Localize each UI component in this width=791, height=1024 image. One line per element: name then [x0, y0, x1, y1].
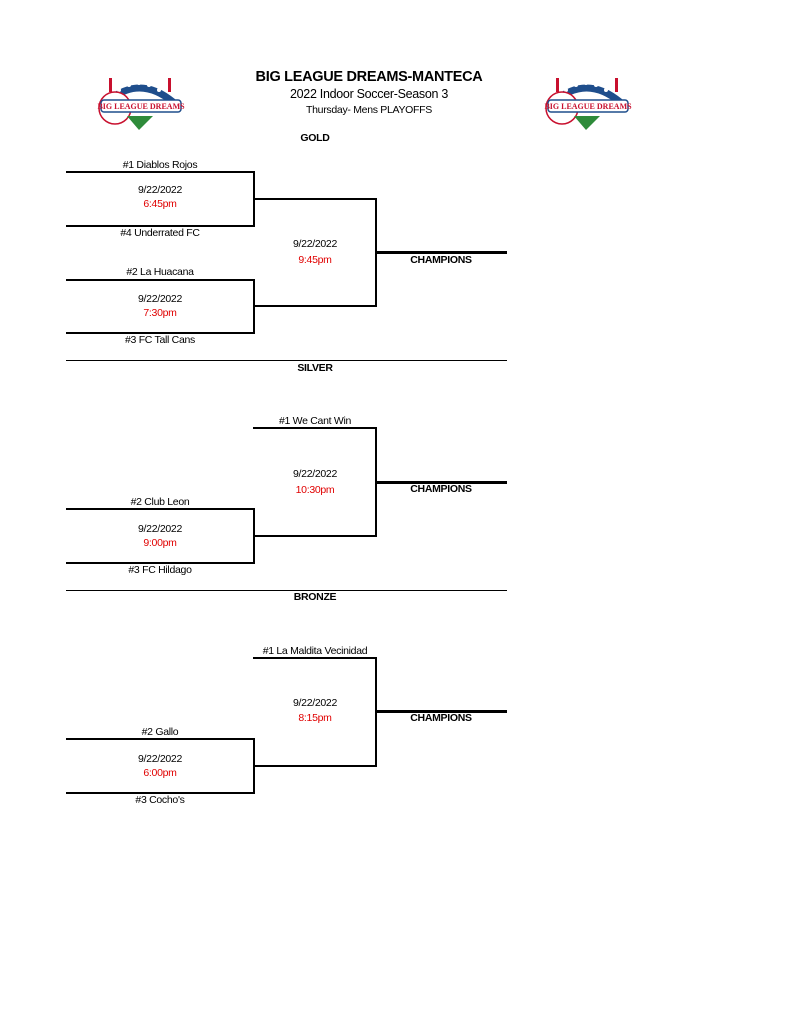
bronze-game1-team-top: #2 Gallo: [141, 726, 179, 738]
bracket-line: [253, 535, 377, 537]
gold-game1-date: 9/22/2022: [137, 184, 183, 196]
bronze-game1-team-bottom: #3 Cocho's: [135, 794, 185, 806]
bracket-line: [66, 508, 255, 510]
champion-line: [375, 710, 507, 713]
bracket-line: [253, 765, 377, 767]
silver-game1-time: 9:00pm: [143, 537, 177, 549]
champion-line: [375, 481, 507, 484]
bracket-line: [66, 792, 255, 794]
bracket-line: [253, 738, 255, 794]
gold-game1-time: 6:45pm: [143, 198, 177, 210]
gold-final-time: 9:45pm: [298, 254, 332, 266]
page-title: BIG LEAGUE DREAMS-MANTECA: [255, 69, 483, 85]
silver-final-date: 9/22/2022: [292, 468, 338, 480]
bracket-line: [66, 738, 255, 740]
bracket-line: [66, 171, 255, 173]
bracket-line: [66, 332, 255, 334]
svg-text:BIG LEAGUE DREAMS: BIG LEAGUE DREAMS: [544, 102, 632, 111]
bracket-line: [253, 657, 377, 659]
silver-game1-team-bottom: #3 FC Hildago: [128, 564, 192, 576]
bracket-line: [253, 427, 377, 429]
gold-game2-team-top: #2 La Huacana: [126, 266, 194, 278]
gold-heading: GOLD: [300, 132, 330, 144]
bronze-heading: BRONZE: [293, 591, 337, 603]
silver-heading: SILVER: [297, 362, 333, 374]
bracket-line: [66, 279, 255, 281]
gold-game1-team-top: #1 Diablos Rojos: [122, 159, 198, 171]
bronze-game1-time: 6:00pm: [143, 767, 177, 779]
silver-champions-label: CHAMPIONS: [410, 483, 472, 495]
bronze-final-date: 9/22/2022: [292, 697, 338, 709]
gold-game2-team-bottom: #3 FC Tall Cans: [124, 334, 196, 346]
section-divider: [66, 590, 507, 591]
bracket-line: [253, 198, 377, 200]
gold-game2-time: 7:30pm: [143, 307, 177, 319]
bracket-line: [66, 562, 255, 564]
silver-final-time: 10:30pm: [295, 484, 335, 496]
bracket-line: [66, 225, 255, 227]
champion-line: [375, 251, 507, 254]
gold-final-date: 9/22/2022: [292, 238, 338, 250]
bracket-line: [253, 508, 255, 564]
page-subtitle: 2022 Indoor Soccer-Season 3: [290, 87, 448, 101]
gold-game2-date: 9/22/2022: [137, 293, 183, 305]
page-subtitle-2: Thursday- Mens PLAYOFFS: [306, 104, 432, 116]
silver-game1-team-top: #2 Club Leon: [130, 496, 190, 508]
silver-bye-team: #1 We Cant Win: [278, 415, 352, 427]
gold-game1-team-bottom: #4 Underrated FC: [120, 227, 200, 239]
bronze-bye-team: #1 La Maldita Vecinidad: [262, 645, 368, 657]
bronze-game1-date: 9/22/2022: [137, 753, 183, 765]
section-divider: [66, 360, 507, 361]
bracket-line: [253, 305, 377, 307]
silver-game1-date: 9/22/2022: [137, 523, 183, 535]
gold-champions-label: CHAMPIONS: [410, 254, 472, 266]
big-league-dreams-logo-right: BIG LEAGUE DREAMS: [544, 78, 632, 130]
svg-text:BIG LEAGUE DREAMS: BIG LEAGUE DREAMS: [97, 102, 185, 111]
bronze-champions-label: CHAMPIONS: [410, 712, 472, 724]
bronze-final-time: 8:15pm: [298, 712, 332, 724]
big-league-dreams-logo-left: BIG LEAGUE DREAMS: [97, 78, 185, 130]
